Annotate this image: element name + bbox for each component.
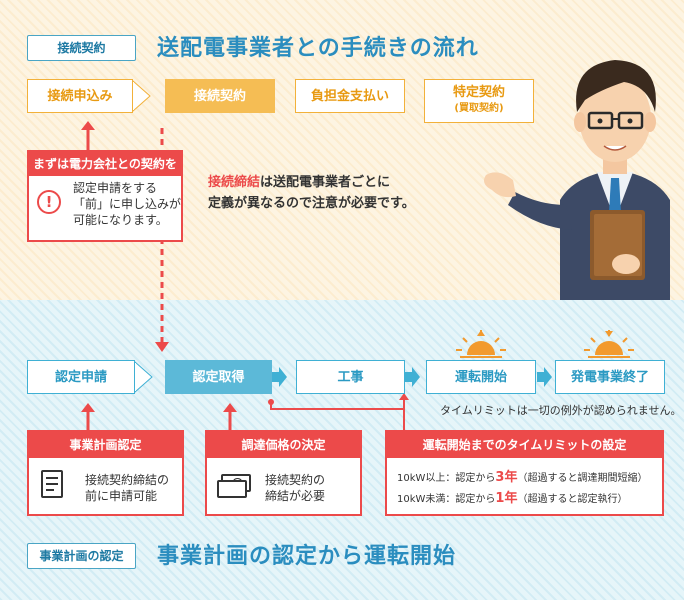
step-specific-contract-sub: (買取契約) [454, 103, 504, 114]
step-certification-acquired: 認定取得 [165, 360, 272, 394]
business-plan-body: 接続契約締結の 前に申請可能 [85, 472, 169, 504]
section-tag-business-plan: 事業計画の認定 [27, 543, 136, 569]
step-operation-start: 運転開始 [426, 360, 536, 394]
warning-line: 可能になります。 [73, 213, 168, 227]
document-icon [41, 470, 63, 498]
step-payment: 負担金支払い [295, 79, 405, 113]
step-construction: 工事 [296, 360, 405, 394]
procurement-price-box: 調達価格の決定 接続契約の 締結が必要 [205, 430, 362, 516]
time-limit-rows: 10kW以上：認定から3年（超過すると調達期間短縮） 10kW未満：認定から1年… [397, 468, 647, 510]
step-specific-contract-label: 特定契約 [452, 85, 505, 100]
procurement-price-body: 接続契約の 締結が必要 [265, 472, 325, 504]
sunrise-icon [456, 330, 506, 358]
warning-line: 「前」に申し込みが [73, 197, 182, 211]
business-plan-line: 接続契約締結の [85, 473, 170, 487]
procurement-price-line: 接続契約の [265, 473, 326, 487]
section-tag-connection: 接続契約 [27, 35, 136, 61]
time-limit-row-under10kw: 10kW未満：認定から1年（超過すると認定執行） [397, 491, 628, 506]
step-operation-end: 発電事業終了 [555, 360, 665, 394]
warning-heading: まずは電力会社との契約を [29, 152, 181, 176]
connection-note: 接続締結は送配電事業者ごとに 定義が異なるので注意が必要です。 [208, 172, 415, 214]
exclamation-circle-icon: ! [37, 190, 61, 214]
page-title: 送配電事業者との手続きの流れ [157, 36, 479, 61]
step-connection-application: 接続申込み [27, 79, 133, 113]
step-certification-application: 認定申請 [27, 360, 135, 394]
time-limit-row-over10kw: 10kW以上：認定から3年（超過すると調達期間短縮） [397, 470, 648, 485]
arrow-up-icon [81, 121, 95, 130]
sunset-icon [584, 330, 634, 358]
procurement-price-heading: 調達価格の決定 [207, 432, 360, 458]
arrow-up-icon [223, 403, 237, 412]
time-limit-box: 運転開始までのタイムリミットの設定 10kW以上：認定から3年（超過すると調達期… [385, 430, 664, 516]
step-specific-contract: 特定契約 (買取契約) [424, 79, 534, 123]
note-line2: 定義が異なるので注意が必要です。 [208, 196, 415, 211]
limit-years-1: 1年 [495, 491, 518, 506]
arrow-up-icon [81, 403, 95, 412]
step-arrows [272, 367, 552, 387]
limit-years-3: 3年 [495, 470, 518, 485]
warning-box: まずは電力会社との契約を ! 認定申請をする 「前」に申し込みが 可能になります… [27, 150, 183, 242]
procurement-price-line: 締結が必要 [265, 489, 326, 503]
business-plan-line: 前に申請可能 [85, 489, 158, 503]
business-plan-box: 事業計画認定 接続契約締結の 前に申請可能 [27, 430, 184, 516]
warning-body: 認定申請をする 「前」に申し込みが 可能になります。 [73, 180, 181, 228]
note-line1: は送配電事業者ごとに [260, 175, 391, 190]
step-connection-contract: 接続契約 [165, 79, 275, 113]
note-highlight: 接続締結 [208, 175, 261, 190]
arrow-down-icon [155, 342, 169, 352]
time-limit-note: タイムリミットは一切の例外が認められません。 [440, 404, 682, 417]
warning-line: 認定申請をする [73, 181, 158, 195]
business-plan-heading: 事業計画認定 [29, 432, 182, 458]
section-title-business-plan: 事業計画の認定から運転開始 [157, 544, 457, 569]
time-limit-heading: 運転開始までのタイムリミットの設定 [387, 432, 662, 458]
